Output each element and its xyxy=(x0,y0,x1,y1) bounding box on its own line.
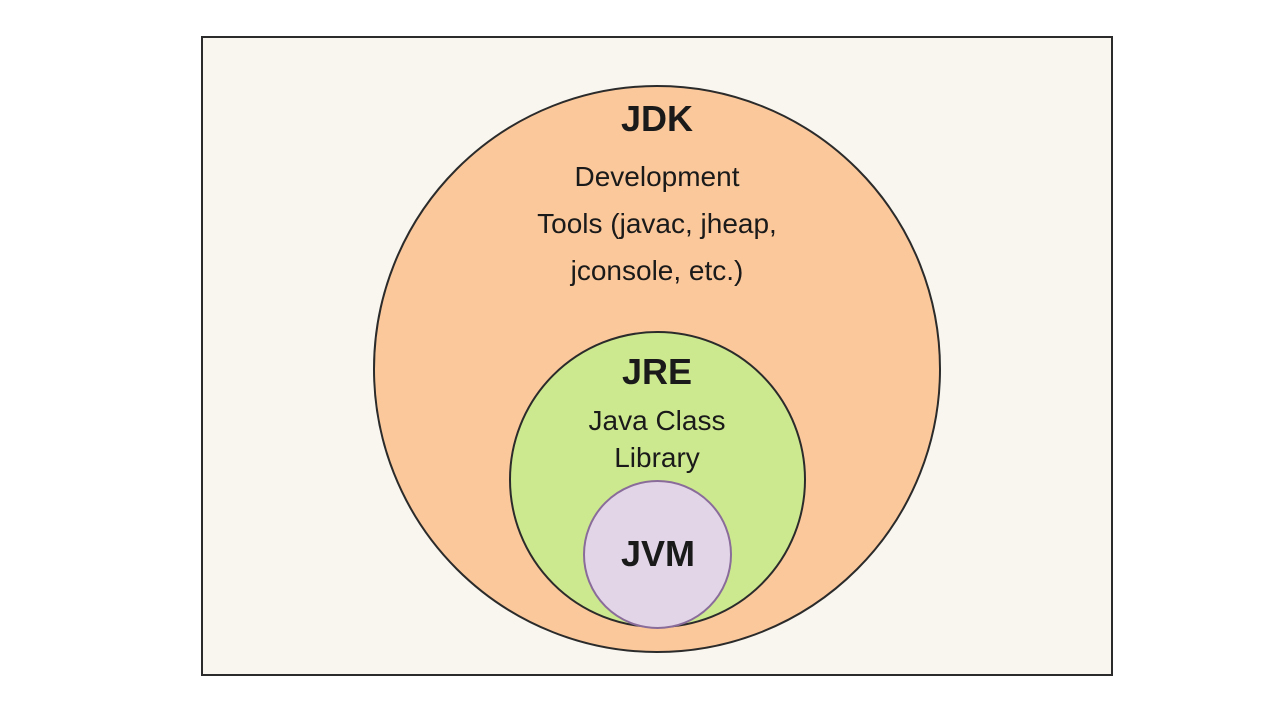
jre-title: JRE xyxy=(621,351,693,392)
jre-description: Java Class Library xyxy=(507,402,807,476)
jre-description-line: Library xyxy=(614,442,700,473)
jvm-title: JVM xyxy=(620,533,696,574)
jre-description-line: Java Class xyxy=(588,405,726,436)
jdk-description: Development Tools (javac, jheap, jconsol… xyxy=(457,153,857,294)
jvm-circle xyxy=(583,480,732,629)
jdk-description-line: Tools (javac, jheap, xyxy=(537,208,777,239)
jdk-description-line: Development xyxy=(574,161,740,192)
jdk-title: JDK xyxy=(620,98,694,139)
jdk-description-line: jconsole, etc.) xyxy=(570,255,744,286)
